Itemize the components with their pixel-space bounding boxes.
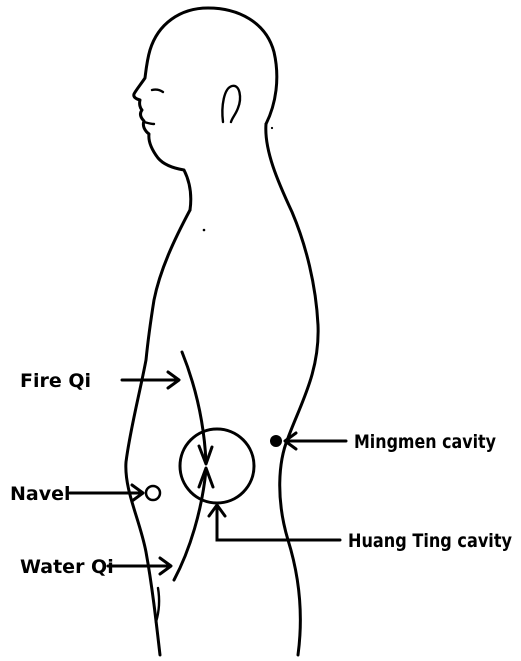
huang-ting-arrow — [209, 505, 340, 540]
huang-ting-cavity-label: Huang Ting cavity — [348, 530, 513, 552]
water-qi-path — [174, 470, 206, 580]
mingmen-arrow — [285, 433, 346, 449]
head-face-profile — [134, 8, 277, 210]
qi-paths — [146, 352, 282, 580]
mingmen-dot — [270, 435, 282, 447]
labels: Fire Qi Mingmen cavity Navel Water Qi Hu… — [10, 370, 513, 578]
chest-speck — [203, 229, 206, 232]
mingmen-cavity-label: Mingmen cavity — [354, 431, 497, 453]
ear — [222, 86, 240, 122]
fire-qi-label: Fire Qi — [20, 370, 91, 392]
fire-qi-arrow — [122, 372, 179, 388]
eye — [152, 90, 163, 92]
navel-label: Navel — [10, 483, 71, 505]
back-outline — [266, 124, 318, 655]
huang-ting-circle — [180, 429, 254, 503]
mouth — [144, 122, 154, 124]
shoulder-speck — [271, 127, 273, 129]
belly-notch — [156, 588, 159, 622]
human-figure — [126, 8, 318, 655]
water-qi-label: Water Qi — [20, 556, 114, 578]
navel-circle — [146, 486, 160, 500]
water-qi-arrow — [108, 558, 171, 574]
